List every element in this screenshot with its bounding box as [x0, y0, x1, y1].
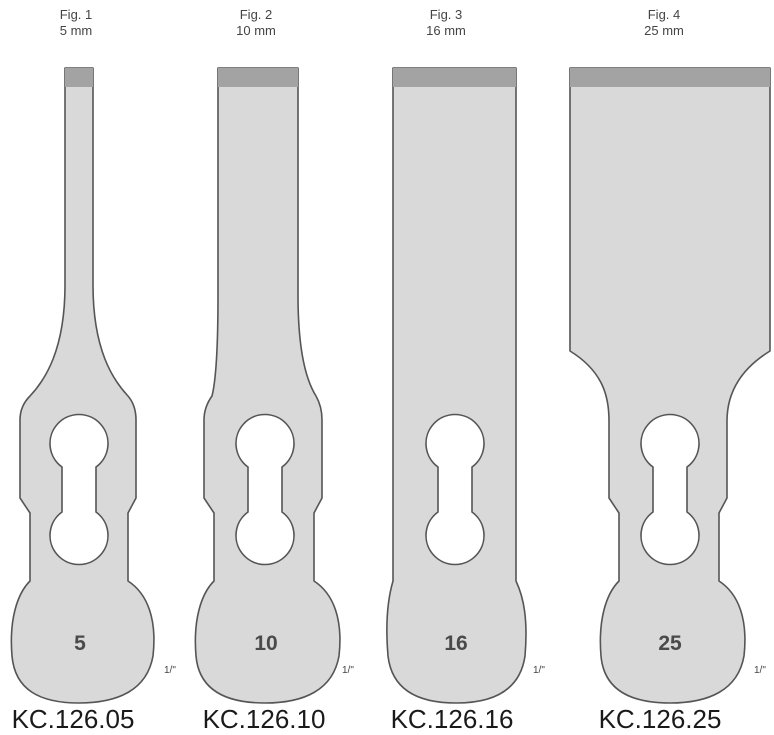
- blade-fig-4: Fig. 4 25 mm 25 1/" KC.126.25: [569, 7, 771, 734]
- blade-number: 25: [658, 632, 682, 655]
- product-code: KC.126.10: [203, 704, 326, 734]
- scale-mark: 1/": [533, 665, 545, 676]
- blade-tip: [393, 68, 516, 87]
- scale-mark: 1/": [754, 665, 766, 676]
- product-code: KC.126.16: [391, 704, 514, 734]
- fig-size: 5 mm: [60, 23, 93, 38]
- blade-outline: [569, 67, 771, 704]
- blade-fig-2: Fig. 2 10 mm 10 1/" KC.126.10: [194, 7, 354, 734]
- blade-tip: [65, 68, 93, 87]
- keyhole-slot: [49, 413, 109, 566]
- fig-label: Fig. 4: [648, 7, 681, 22]
- blade-fig-3: Fig. 3 16 mm 16 1/" KC.126.16: [386, 7, 545, 734]
- fig-label: Fig. 3: [430, 7, 463, 22]
- blade-tip: [570, 68, 770, 87]
- keyhole-slot: [235, 413, 295, 566]
- blade-fig-1: Fig. 1 5 mm 5 1/" KC.126.05: [10, 7, 176, 734]
- keyhole-slot: [425, 413, 485, 566]
- blade-number: 10: [254, 632, 277, 655]
- scale-mark: 1/": [164, 665, 176, 676]
- fig-size: 25 mm: [644, 23, 684, 38]
- blade-outline: [10, 67, 155, 704]
- scale-mark: 1/": [342, 665, 354, 676]
- fig-size: 16 mm: [426, 23, 466, 38]
- product-code: KC.126.25: [599, 704, 722, 734]
- blade-number: 5: [74, 632, 86, 655]
- product-code: KC.126.05: [12, 704, 135, 734]
- blade-outline: [194, 67, 341, 704]
- blade-number: 16: [444, 632, 467, 655]
- blade-tip: [218, 68, 298, 87]
- fig-label: Fig. 2: [240, 7, 273, 22]
- fig-size: 10 mm: [236, 23, 276, 38]
- keyhole-slot: [640, 413, 700, 566]
- blade-outline: [386, 67, 527, 704]
- fig-label: Fig. 1: [60, 7, 93, 22]
